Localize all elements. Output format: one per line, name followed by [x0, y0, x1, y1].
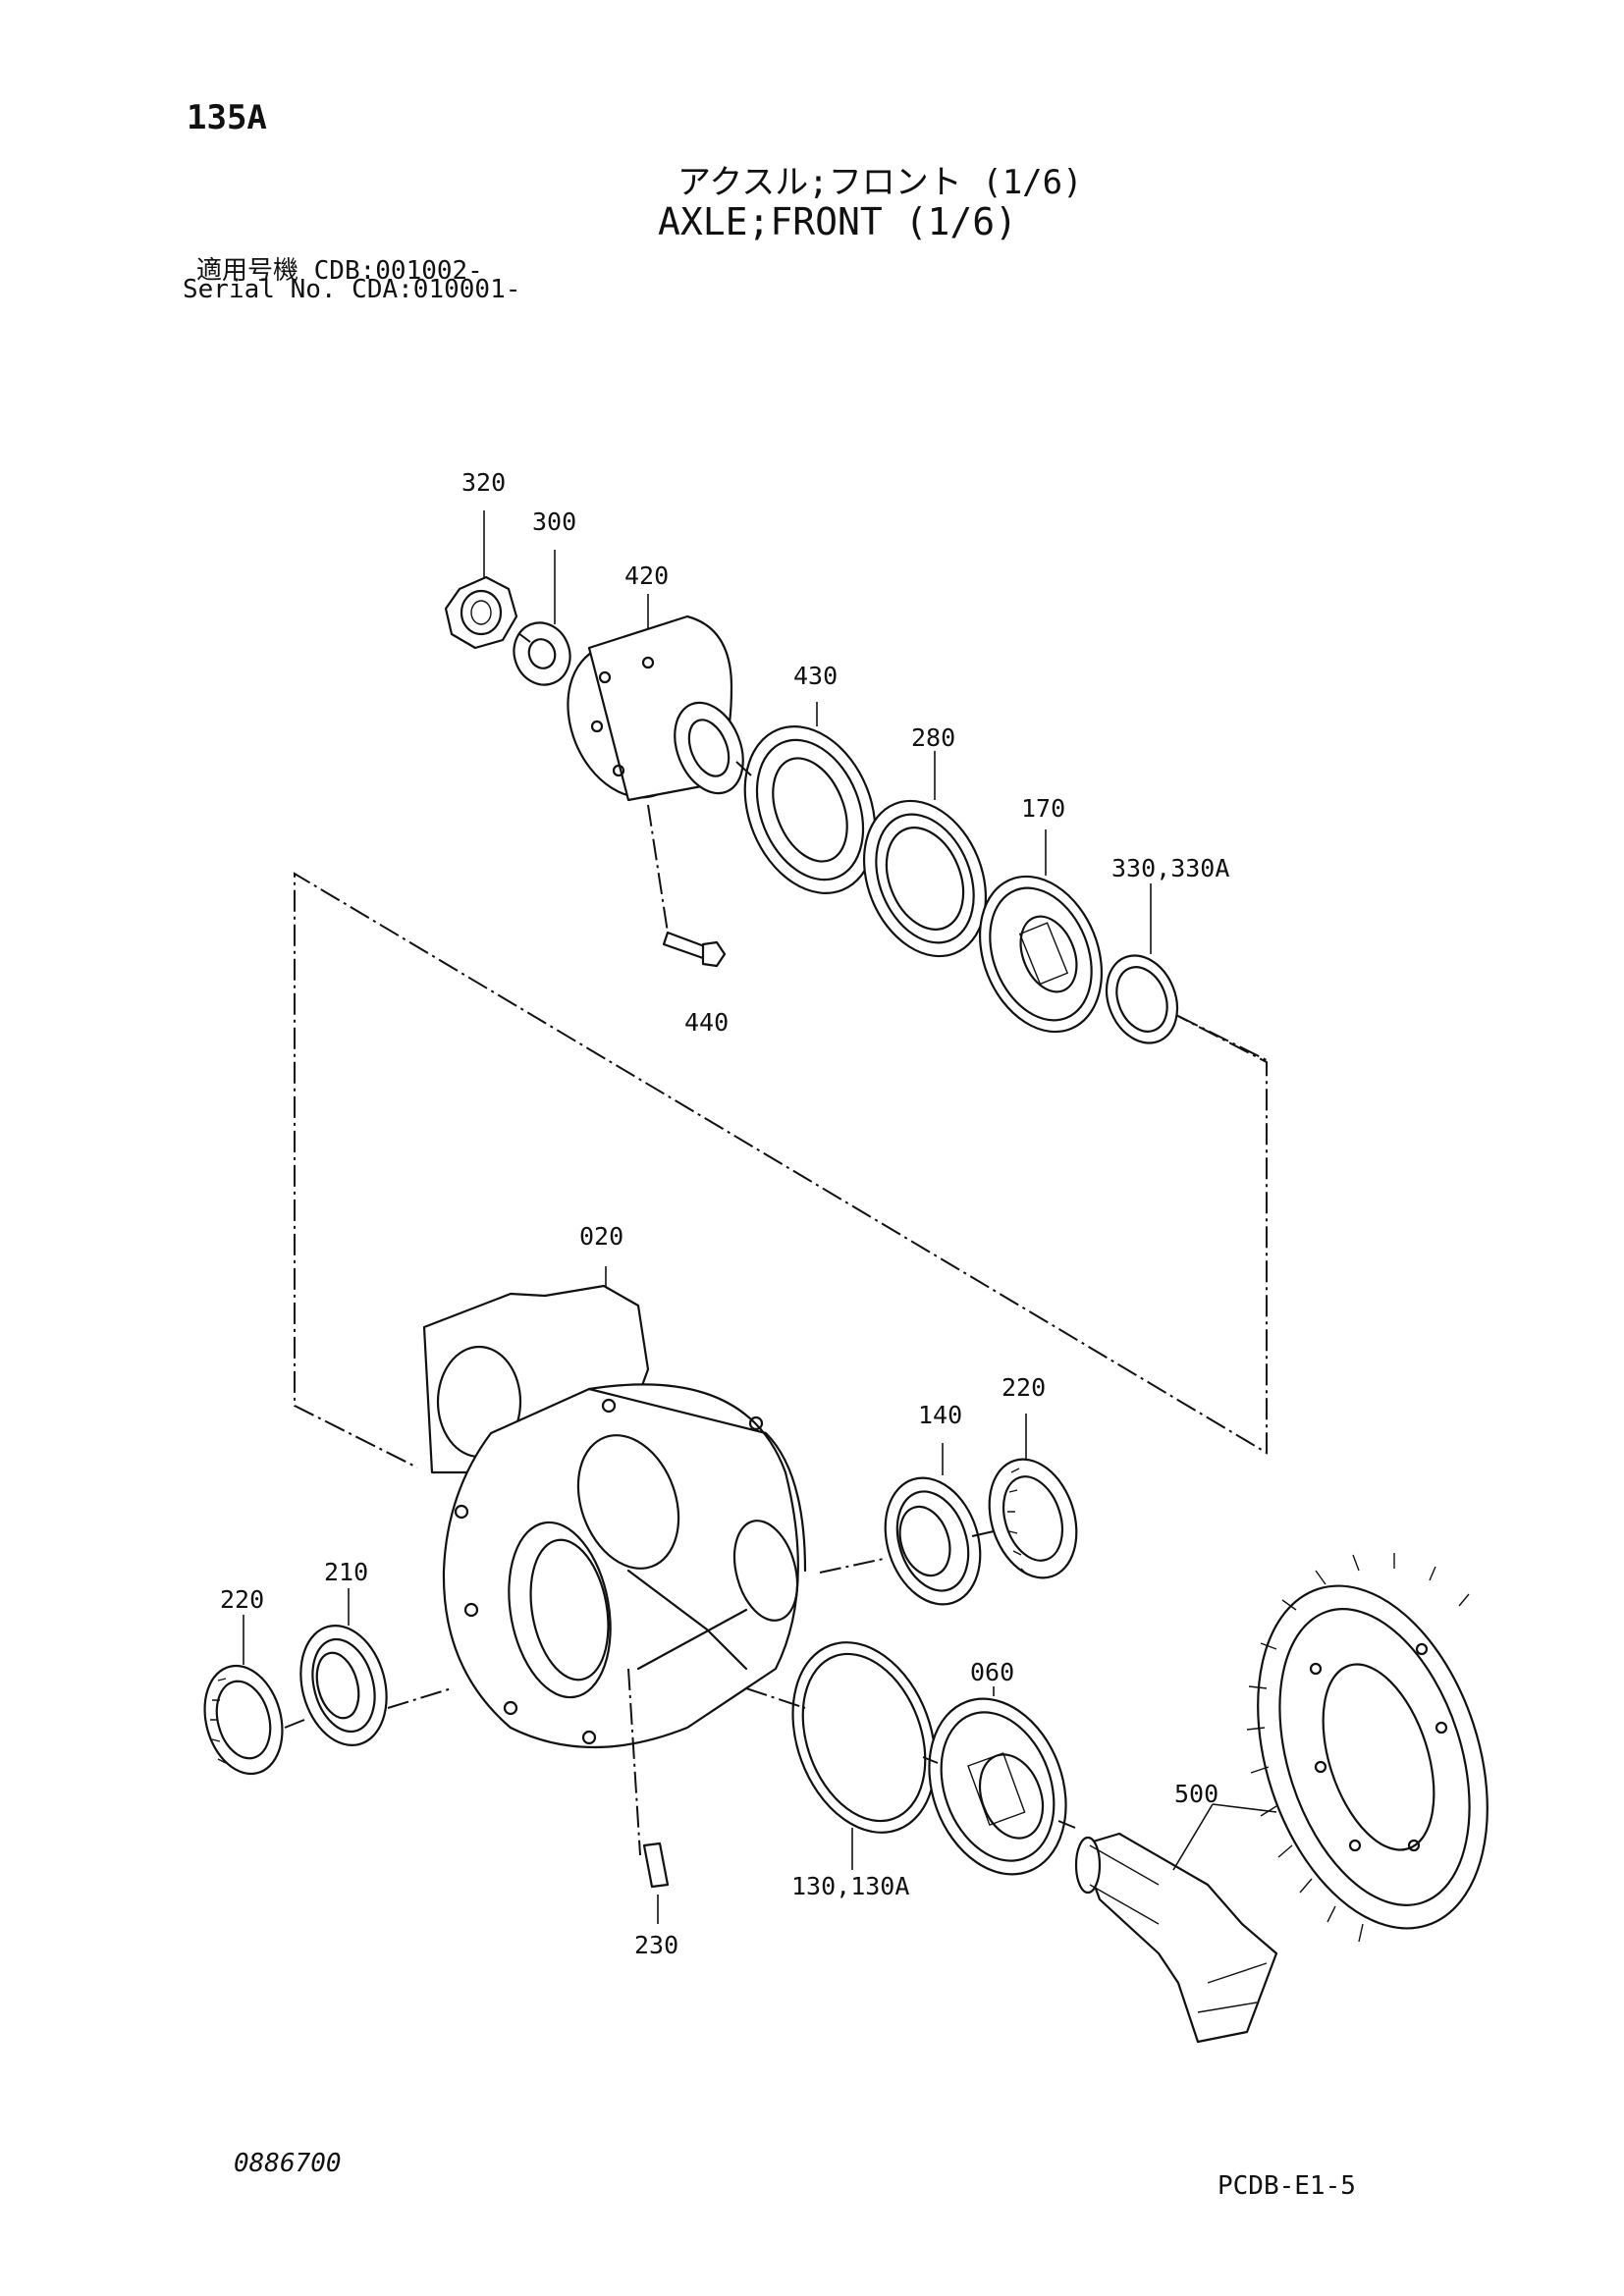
part-500-ring-gear-pinion[interactable]	[1074, 1553, 1528, 2044]
label-220-right: 220	[1001, 1373, 1046, 1402]
page-number: 135A	[187, 98, 267, 137]
label-500: 500	[1174, 1780, 1218, 1808]
label-440: 440	[684, 1008, 729, 1037]
part-140-bearing[interactable]	[870, 1466, 996, 1617]
title-japanese: アクスル;フロント (1/6)	[677, 163, 1083, 202]
label-020: 020	[579, 1222, 623, 1251]
label-060: 060	[970, 1658, 1014, 1686]
title-english: AXLE;FRONT (1/6)	[658, 200, 1018, 243]
serial-range-english: Serial No. CDA:010001-	[183, 275, 521, 304]
part-130-shim[interactable]	[768, 1623, 960, 1852]
part-230-breather[interactable]	[627, 1668, 670, 1889]
part-220-left-adjusting-nut[interactable]	[193, 1657, 294, 1783]
part-210-bearing[interactable]	[288, 1616, 399, 1755]
label-330-330a: 330,330A	[1111, 854, 1229, 882]
part-300-washer[interactable]	[506, 614, 579, 692]
leader-lines	[243, 510, 1277, 1924]
part-220-right-adjusting-nut[interactable]	[975, 1448, 1091, 1589]
label-300: 300	[532, 507, 576, 536]
part-440-bolt[interactable]	[647, 804, 727, 968]
part-020-carrier-housing[interactable]	[422, 1284, 807, 1749]
part-430-oil-seal[interactable]	[722, 707, 899, 913]
label-430: 430	[793, 662, 838, 690]
label-320: 320	[461, 468, 506, 497]
assembly-phantom-line	[294, 872, 1268, 1468]
part-060-roller-bearing[interactable]	[906, 1680, 1090, 1894]
part-280-bearing[interactable]	[842, 782, 1008, 975]
label-140: 140	[918, 1401, 962, 1429]
part-330-spacer[interactable]	[1094, 945, 1190, 1054]
label-130-130a: 130,130A	[791, 1872, 909, 1900]
label-210: 210	[324, 1558, 368, 1586]
part-170-roller-bearing[interactable]	[958, 858, 1124, 1050]
page-code: PCDB-E1-5	[1218, 2171, 1356, 2201]
label-170: 170	[1021, 794, 1065, 823]
part-320-hex-nut[interactable]	[444, 575, 518, 650]
serial-range-japanese: 適用号機 CDB:001002-	[196, 256, 483, 286]
label-230: 230	[634, 1931, 678, 1959]
label-420: 420	[624, 561, 669, 590]
label-280: 280	[911, 723, 955, 752]
document-code: 0886700	[234, 2149, 342, 2178]
label-220-left: 220	[220, 1585, 264, 1614]
part-420-flange[interactable]	[546, 614, 755, 816]
